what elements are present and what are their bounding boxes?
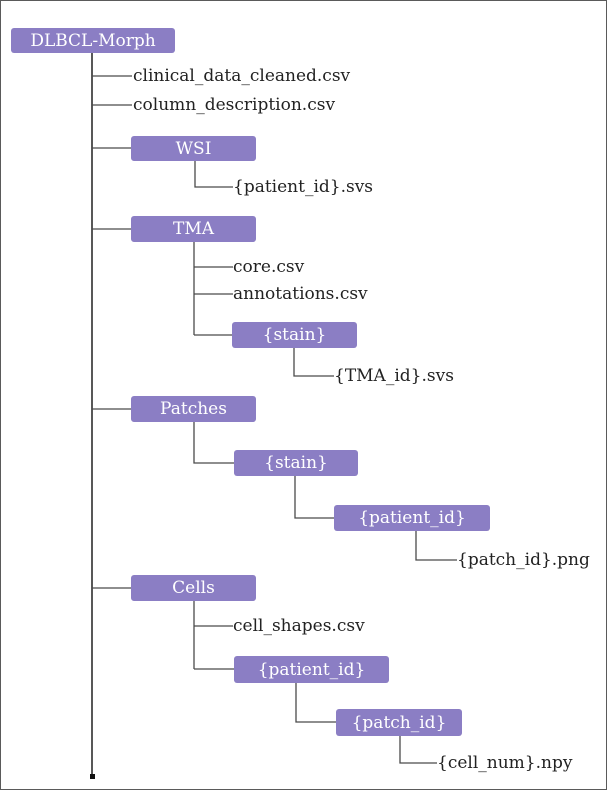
wsi-file: {patient_id}.svs xyxy=(233,177,374,197)
tma-stain-node: {stain} xyxy=(232,322,357,348)
cells-node: Cells xyxy=(131,575,256,601)
cells-patient-node: {patient_id} xyxy=(234,656,389,683)
column-description-file: column_description.csv xyxy=(133,95,336,115)
annotations-file: annotations.csv xyxy=(233,284,368,304)
cell-shapes-file: cell_shapes.csv xyxy=(233,616,365,636)
patches-stain-node: {stain} xyxy=(234,450,358,476)
tma-node: TMA xyxy=(131,216,256,242)
patches-node: Patches xyxy=(131,396,256,422)
root-node: DLBCL-Morph xyxy=(11,28,175,53)
cell-num-file: {cell_num}.npy xyxy=(437,753,573,773)
wsi-node: WSI xyxy=(131,136,256,161)
clinical-data-file: clinical_data_cleaned.csv xyxy=(133,66,351,86)
patches-patient-node: {patient_id} xyxy=(334,505,490,531)
tma-id-file: {TMA_id}.svs xyxy=(334,366,454,386)
core-file: core.csv xyxy=(233,257,305,277)
patch-id-file: {patch_id}.png xyxy=(457,550,590,570)
cells-patch-node: {patch_id} xyxy=(336,709,462,736)
